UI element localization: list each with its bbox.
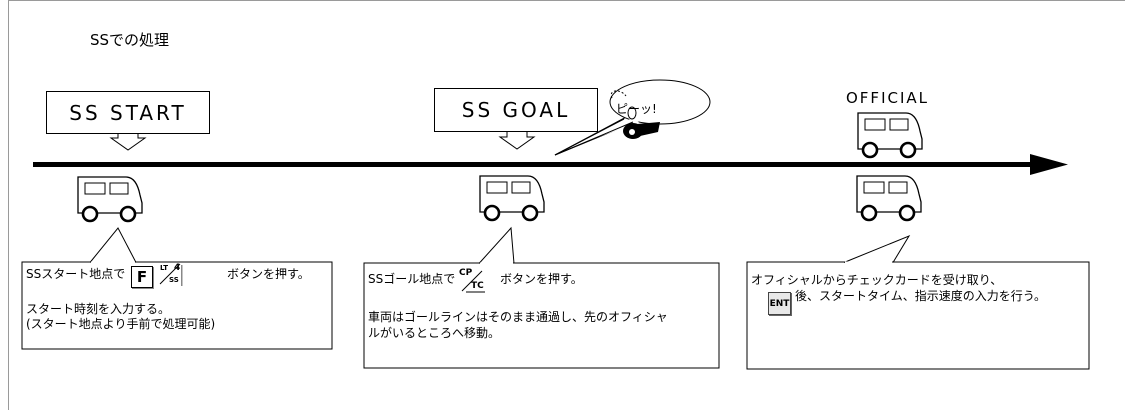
goal-sign-pointer-icon [498, 129, 536, 150]
f-key-icon: F [131, 266, 153, 288]
goal-note-line3: ルがいるところへ移動。 [368, 326, 501, 340]
official-note-line2: 後、スタートタイム、指示速度の入力を行う。 [795, 289, 1047, 303]
van-icon [855, 174, 923, 222]
start-note-line2: スタート時刻を入力する。 [26, 302, 171, 316]
start-note-line1-pre: SSスタート地点で [26, 267, 126, 281]
page-title: SSでの処理 [90, 31, 170, 49]
ss-start-sign: SS START [46, 91, 210, 134]
start-note-line1-post: ボタンを押す。 [227, 267, 310, 281]
lt-ss-key-icon [159, 263, 183, 286]
official-label: OFFICIAL [846, 89, 930, 107]
goal-note-line1-post: ボタンを押す。 [500, 272, 583, 286]
cp-key-label: CP [459, 268, 473, 278]
van-icon [478, 174, 546, 222]
van-icon [76, 175, 144, 223]
goal-note-line2: 車両はゴールラインはそのまま通過し、先のオフィシャ [368, 310, 668, 324]
official-note-callout [746, 234, 1090, 370]
ent-key-icon: ENT [768, 292, 791, 315]
tc-key-label: TC [471, 281, 484, 291]
whistle-icon [610, 90, 660, 139]
goal-note-line1-pre: SSゴール地点で [368, 272, 456, 286]
timeline-arrow-icon [33, 154, 1068, 175]
start-note-line3: (スタート地点より手前で処理可能) [26, 317, 216, 331]
ss-key-label: SS [169, 276, 179, 284]
start-sign-pointer-icon [109, 131, 147, 151]
frame-top-border [8, 0, 1125, 1]
whistle-bubble-text: ピーッ! [616, 102, 657, 116]
goal-note-callout [363, 226, 720, 369]
van-icon [856, 111, 924, 159]
lt-key-label: LT [160, 264, 169, 272]
ss-goal-sign: SS GOAL [434, 88, 598, 132]
official-note-line1: オフィシャルからチェックカードを受け取り、 [751, 273, 1003, 287]
lt-key-number: 4 [174, 263, 181, 273]
cp-tc-key-icon [461, 270, 485, 293]
frame-left-border [8, 0, 9, 410]
